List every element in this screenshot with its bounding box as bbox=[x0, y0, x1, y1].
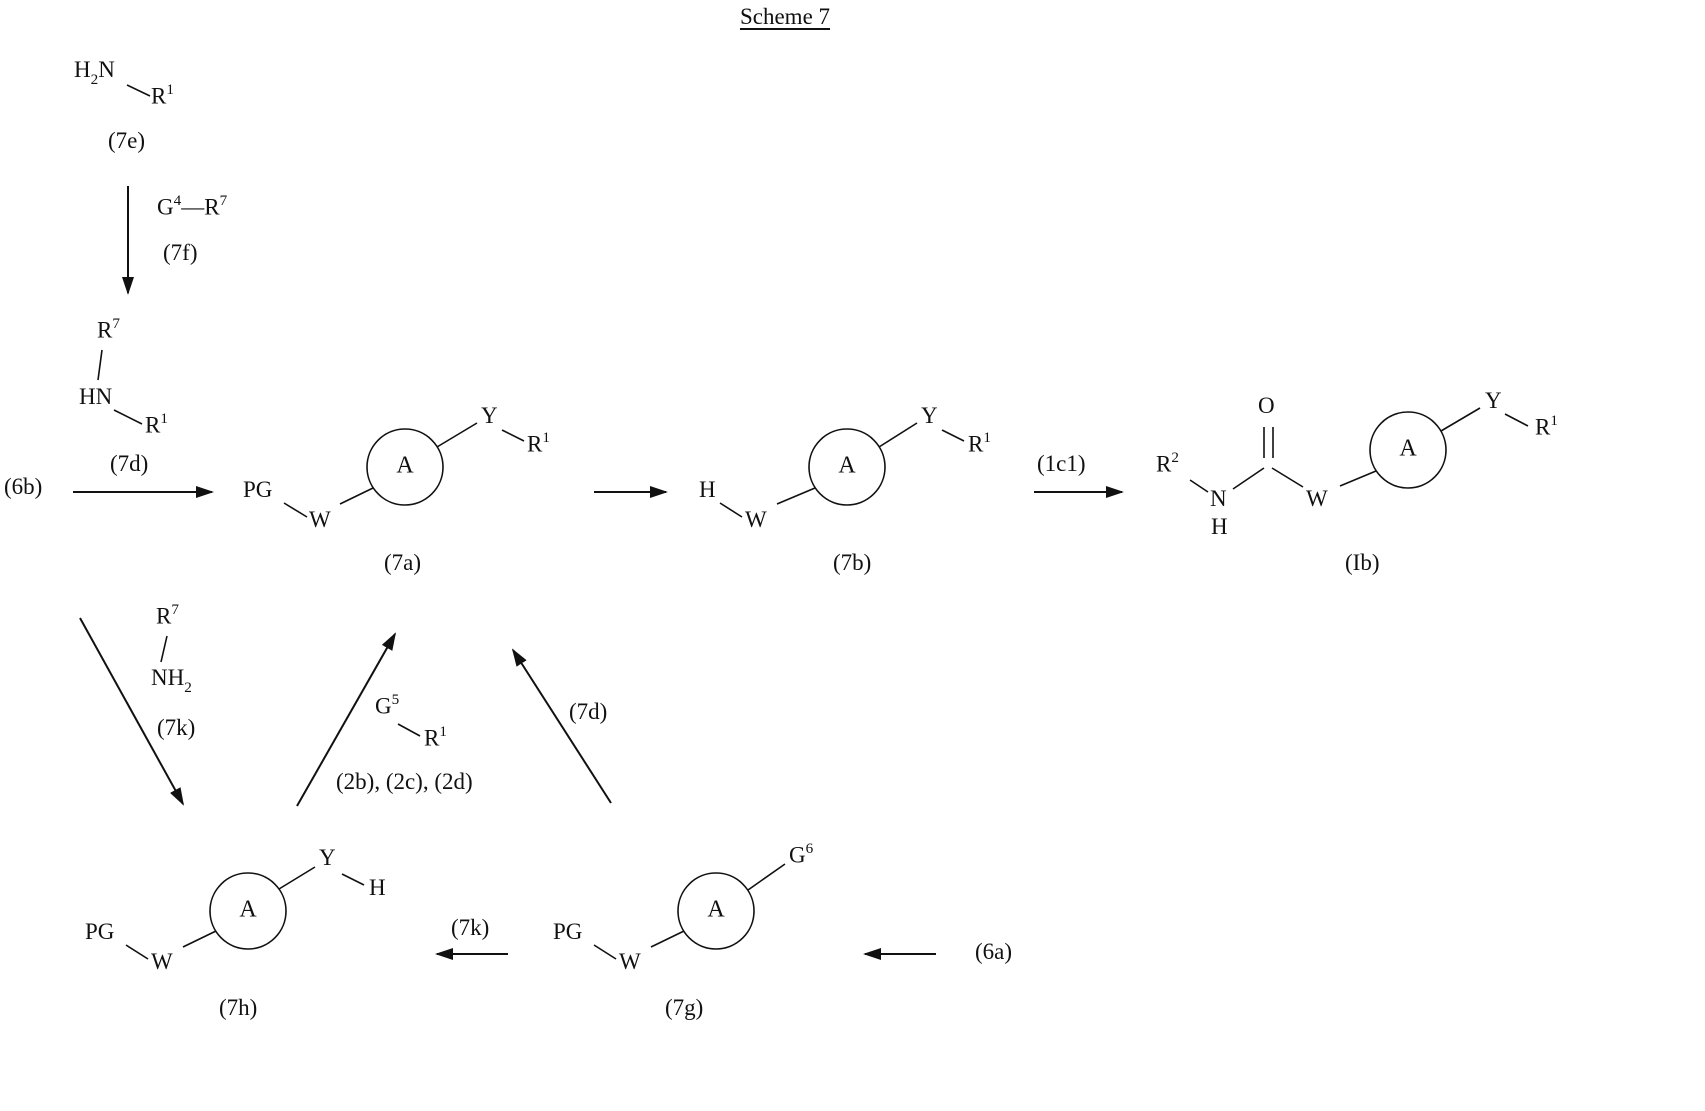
atom-h-7b: H bbox=[699, 477, 716, 502]
atom-y-7b: Y bbox=[921, 403, 938, 428]
atom-w-ib: W bbox=[1306, 486, 1328, 511]
ring-a-7h: A bbox=[239, 896, 257, 923]
bond-7h-pg-w bbox=[125, 944, 149, 960]
atom-n-ib: N bbox=[1210, 486, 1227, 511]
bond-7a-ring-y bbox=[436, 422, 478, 448]
bond-6bp-hn-r1 bbox=[113, 409, 143, 425]
label-7d-top: (7d) bbox=[110, 451, 149, 476]
ring-circle-7g bbox=[677, 872, 755, 950]
bond-ib-ring-y bbox=[1440, 407, 1481, 432]
ring-a-7b: A bbox=[838, 452, 856, 479]
label-6a: (6a) bbox=[975, 939, 1013, 964]
bond-ib-w-ring bbox=[1339, 470, 1377, 487]
arrow-7h-to-7a bbox=[296, 632, 396, 807]
scheme-title: Scheme 7 bbox=[739, 4, 831, 29]
label-7k-reagent: (7k) bbox=[157, 715, 196, 740]
formula-7f: G4—R7 bbox=[157, 192, 228, 220]
label-1c1: (1c1) bbox=[1037, 451, 1086, 476]
ring-a-7a: A bbox=[396, 452, 414, 479]
formula-r1-amine: R1 bbox=[145, 410, 168, 438]
bond-7a-y-r1 bbox=[501, 429, 525, 442]
atom-g6-7g: G6 bbox=[789, 840, 814, 868]
arrow-7g-to-7a bbox=[511, 648, 612, 804]
atom-pg-7h: PG bbox=[85, 919, 115, 944]
bond-ib-r2-n bbox=[1189, 479, 1209, 493]
bond-7k-r7-nh2 bbox=[160, 635, 168, 663]
atom-w-7h: W bbox=[151, 949, 173, 974]
bond-7a-w-ring bbox=[339, 487, 374, 505]
bond-ib-n-c bbox=[1232, 467, 1265, 490]
atom-w-7b: W bbox=[745, 507, 767, 532]
ring-a-7g: A bbox=[707, 896, 725, 923]
bond-2b-g5-r1 bbox=[397, 723, 421, 737]
bond-6bp-r7-hn bbox=[97, 349, 103, 381]
bond-7g-pg-w bbox=[593, 944, 617, 960]
formula-r1-2b: R1 bbox=[424, 723, 447, 751]
ring-circle-ib bbox=[1369, 411, 1447, 489]
atom-w-7g: W bbox=[619, 949, 641, 974]
bond-7h-ring-y bbox=[278, 866, 316, 890]
ring-circle-7h bbox=[209, 872, 287, 950]
formula-nh2-7k: NH2 bbox=[151, 665, 192, 696]
formula-r7-amine: R7 bbox=[97, 315, 120, 343]
atom-r2-ib: R2 bbox=[1156, 449, 1179, 477]
atom-y-7h: Y bbox=[319, 845, 336, 870]
ring-a-ib: A bbox=[1399, 435, 1417, 462]
atom-o-ib: O bbox=[1258, 393, 1275, 418]
bond-7h-w-ring bbox=[182, 930, 217, 948]
atom-h-7h: H bbox=[369, 875, 386, 900]
label-7g: (7g) bbox=[665, 995, 704, 1020]
bond-7a-pg-w bbox=[283, 502, 308, 518]
bond-ib-y-r1 bbox=[1504, 413, 1529, 427]
label-ib: (Ib) bbox=[1345, 550, 1380, 575]
bond-7g-ring-g6 bbox=[747, 863, 786, 891]
atom-nh-ib: H bbox=[1211, 514, 1228, 539]
bond-7b-y-r1 bbox=[941, 429, 965, 442]
label-7k-arrow: (7k) bbox=[451, 915, 490, 940]
arrow-6b-to-7h bbox=[79, 617, 184, 806]
atom-r1-ib: R1 bbox=[1535, 412, 1558, 440]
ring-circle-7a bbox=[366, 428, 444, 506]
formula-amine-7e: H2N bbox=[74, 57, 115, 88]
label-7b: (7b) bbox=[833, 550, 872, 575]
bond-7h-y-h bbox=[341, 873, 365, 886]
atom-pg-7g: PG bbox=[553, 919, 583, 944]
label-7h: (7h) bbox=[219, 995, 258, 1020]
formula-r7-7k: R7 bbox=[156, 601, 179, 629]
atom-pg-7a: PG bbox=[243, 477, 273, 502]
ring-circle-7b bbox=[808, 428, 886, 506]
label-6b: (6b) bbox=[4, 474, 43, 499]
atom-r1-7a: R1 bbox=[527, 429, 550, 457]
label-7d-diag: (7d) bbox=[569, 699, 608, 724]
formula-hn-amine: HN bbox=[79, 384, 113, 409]
bond-7g-w-ring bbox=[650, 930, 685, 948]
atom-w-7a: W bbox=[309, 507, 331, 532]
bond-7b-w-ring bbox=[776, 487, 816, 505]
bond-7b-ring-y bbox=[878, 422, 918, 448]
formula-g5: G5 bbox=[375, 691, 400, 719]
formula-r1-7e: R1 bbox=[151, 81, 174, 109]
label-7a: (7a) bbox=[384, 550, 422, 575]
atom-y-7a: Y bbox=[481, 403, 498, 428]
label-7f: (7f) bbox=[163, 240, 198, 265]
bond-ib-c-w bbox=[1271, 467, 1304, 488]
label-2bcd: (2b), (2c), (2d) bbox=[336, 769, 473, 794]
atom-y-ib: Y bbox=[1485, 388, 1502, 413]
atom-r1-7b: R1 bbox=[968, 429, 991, 457]
bond-7e-amine-r1 bbox=[126, 84, 151, 97]
bond-7b-h-w bbox=[719, 502, 743, 518]
label-7e: (7e) bbox=[108, 128, 146, 153]
